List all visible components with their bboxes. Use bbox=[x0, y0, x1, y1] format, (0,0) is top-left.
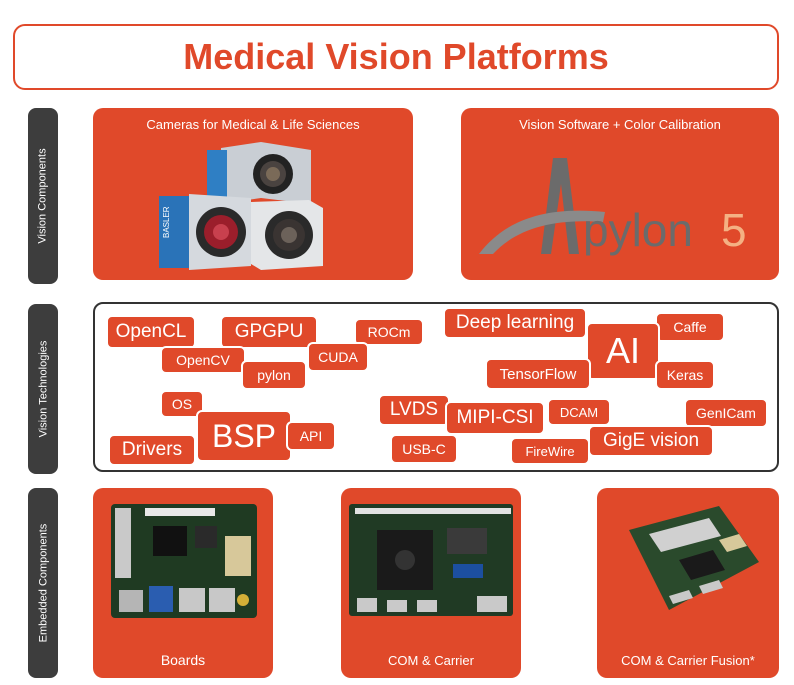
tag-keras: Keras bbox=[655, 360, 715, 390]
software-panel: Vision Software + Color Calibration pylo… bbox=[461, 108, 779, 280]
boards-caption: Boards bbox=[160, 652, 206, 668]
tag-api: API bbox=[286, 421, 336, 451]
sidebar-label: Embedded Components bbox=[37, 523, 50, 643]
com-fusion-panel: COM & Carrier Fusion* bbox=[597, 488, 779, 678]
sidebar-vision-technologies: Vision Technologies bbox=[28, 304, 58, 474]
tag-opencl: OpenCL bbox=[106, 315, 196, 349]
sidebar-label: Vision Technologies bbox=[37, 340, 49, 438]
tag-lvds: LVDS bbox=[378, 394, 450, 426]
pylon-logo: pylon 5 bbox=[479, 158, 747, 256]
tag-tensorflow: TensorFlow bbox=[485, 358, 591, 390]
tag-gige-vision: GigE vision bbox=[588, 425, 714, 457]
tag-deep-learning: Deep learning bbox=[443, 307, 587, 339]
boards-image bbox=[111, 504, 257, 618]
tag-drivers: Drivers bbox=[108, 434, 196, 466]
tag-mipi-csi: MIPI-CSI bbox=[445, 401, 545, 435]
tag-gpgpu: GPGPU bbox=[220, 315, 318, 349]
tag-dcam: DCAM bbox=[547, 398, 611, 426]
cameras-caption: Cameras for Medical & Life Sciences bbox=[146, 117, 360, 132]
sidebar-label: Vision Components bbox=[37, 148, 49, 244]
pylon-version: 5 bbox=[721, 204, 747, 256]
cameras-panel: Cameras for Medical & Life Sciences BASL… bbox=[93, 108, 413, 280]
tag-caffe: Caffe bbox=[655, 312, 725, 342]
tag-bsp: BSP bbox=[196, 410, 292, 462]
sidebar-embedded-components: Embedded Components bbox=[28, 488, 58, 678]
com-fusion-caption: COM & Carrier Fusion* bbox=[621, 653, 755, 668]
camera-brand: BASLER bbox=[162, 206, 171, 238]
tag-opencv: OpenCV bbox=[160, 346, 246, 374]
com-carrier-panel: COM & Carrier bbox=[341, 488, 521, 678]
boards-panel: Boards bbox=[93, 488, 273, 678]
tag-pylon: pylon bbox=[241, 360, 307, 390]
tag-genicam: GenICam bbox=[684, 398, 768, 428]
com-carrier-caption: COM & Carrier bbox=[388, 653, 474, 668]
tag-rocm: ROCm bbox=[354, 318, 424, 346]
tag-firewire: FireWire bbox=[510, 437, 590, 465]
page-title: Medical Vision Platforms bbox=[183, 36, 609, 77]
sidebar-vision-components: Vision Components bbox=[28, 108, 58, 284]
software-caption: Vision Software + Color Calibration bbox=[519, 117, 721, 132]
tag-cuda: CUDA bbox=[307, 342, 369, 372]
page-title-box: Medical Vision Platforms bbox=[13, 24, 779, 90]
com-carrier-image bbox=[349, 504, 513, 616]
com-fusion-image bbox=[629, 506, 759, 610]
tag-usb-c: USB-C bbox=[390, 434, 458, 464]
tag-ai: AI bbox=[586, 322, 660, 380]
pylon-word: pylon bbox=[583, 204, 693, 256]
cameras-image: BASLER bbox=[159, 142, 323, 270]
